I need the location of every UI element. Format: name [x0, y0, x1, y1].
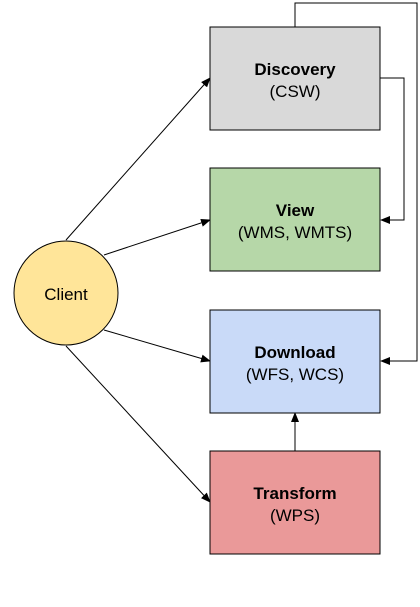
view-box: View (WMS, WMTS)	[209, 167, 381, 272]
view-title: View	[276, 201, 315, 220]
download-subtitle: (WFS, WCS)	[246, 365, 344, 384]
client-to-transform-arrow	[65, 345, 211, 503]
discovery-to-view-connector	[380, 77, 405, 224]
discovery-title: Discovery	[254, 60, 336, 79]
client-to-download-arrow	[103, 329, 211, 363]
discovery-box: Discovery (CSW)	[209, 26, 381, 131]
transform-box: Transform (WPS)	[209, 450, 381, 555]
transform-title: Transform	[253, 484, 336, 503]
download-box: Download (WFS, WCS)	[209, 309, 381, 414]
view-subtitle: (WMS, WMTS)	[238, 223, 352, 242]
client-node: Client	[13, 240, 119, 346]
download-title: Download	[254, 343, 335, 362]
client-to-view-arrow	[103, 219, 211, 256]
transform-subtitle: (WPS)	[270, 506, 320, 525]
client-label: Client	[44, 285, 88, 304]
discovery-to-download-connector	[294, 2, 418, 365]
discovery-subtitle: (CSW)	[270, 82, 321, 101]
client-to-discovery-arrow	[65, 77, 211, 241]
